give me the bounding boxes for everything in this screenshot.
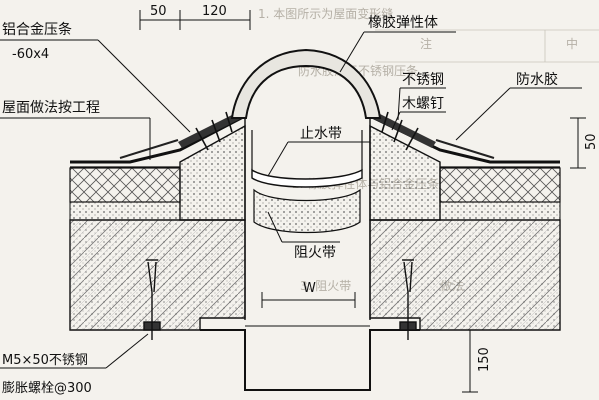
bg-note: 3. 阻火带 xyxy=(300,279,351,293)
expansion-bolt-icon xyxy=(143,259,161,340)
dim-120-top: 120 xyxy=(202,4,227,19)
expansion-bolt-icon xyxy=(399,259,417,340)
membrane-left xyxy=(70,114,246,164)
label-wood-screw: 木螺钉 xyxy=(402,96,444,112)
dim-50-right: 50 xyxy=(584,133,599,150)
bg-note: 注 xyxy=(420,36,432,51)
label-waterproof-glue: 防水胶 xyxy=(516,71,558,88)
insulation-layer-left xyxy=(69,167,181,203)
bottom-cover-plate xyxy=(200,329,420,391)
label-waterstop: 止水带 xyxy=(300,126,342,142)
rubber-elastomer-bulb xyxy=(230,48,382,119)
alu-strip-right xyxy=(372,112,436,148)
insulation-layer-right xyxy=(439,167,561,203)
label-roof-method: 屋面做法按工程 xyxy=(2,100,100,116)
label-bolt-spacing: 膨胀螺栓@300 xyxy=(2,381,92,396)
label-alu-size: -60x4 xyxy=(12,47,49,62)
background-table-lines xyxy=(375,29,599,63)
label-bolt-spec: M5×50不锈钢 xyxy=(2,353,88,368)
leader-lines xyxy=(0,31,582,369)
bg-note: 1. 本图所示为屋面变形缝 xyxy=(258,6,393,21)
dim-50-top: 50 xyxy=(150,4,167,19)
label-rubber-body: 橡胶弹性体 xyxy=(368,14,438,31)
label-alu-strip: 铝合金压条 xyxy=(2,21,72,38)
alu-strip-left xyxy=(178,112,242,148)
dimension-lines xyxy=(139,10,586,393)
label-stainless: 不锈钢 xyxy=(402,72,444,88)
screw-icon xyxy=(195,111,233,151)
dim-150-bottom: 150 xyxy=(477,347,492,372)
bg-note: 中 xyxy=(566,36,578,51)
fire-barrier-band xyxy=(253,188,361,234)
dim-w: W xyxy=(303,281,316,296)
screed-layer-right xyxy=(439,201,561,221)
screed-layer-left xyxy=(69,201,181,221)
screw-icon xyxy=(381,111,419,151)
waterstop-band xyxy=(251,168,363,188)
label-fire-barrier: 阻火带 xyxy=(294,245,336,261)
